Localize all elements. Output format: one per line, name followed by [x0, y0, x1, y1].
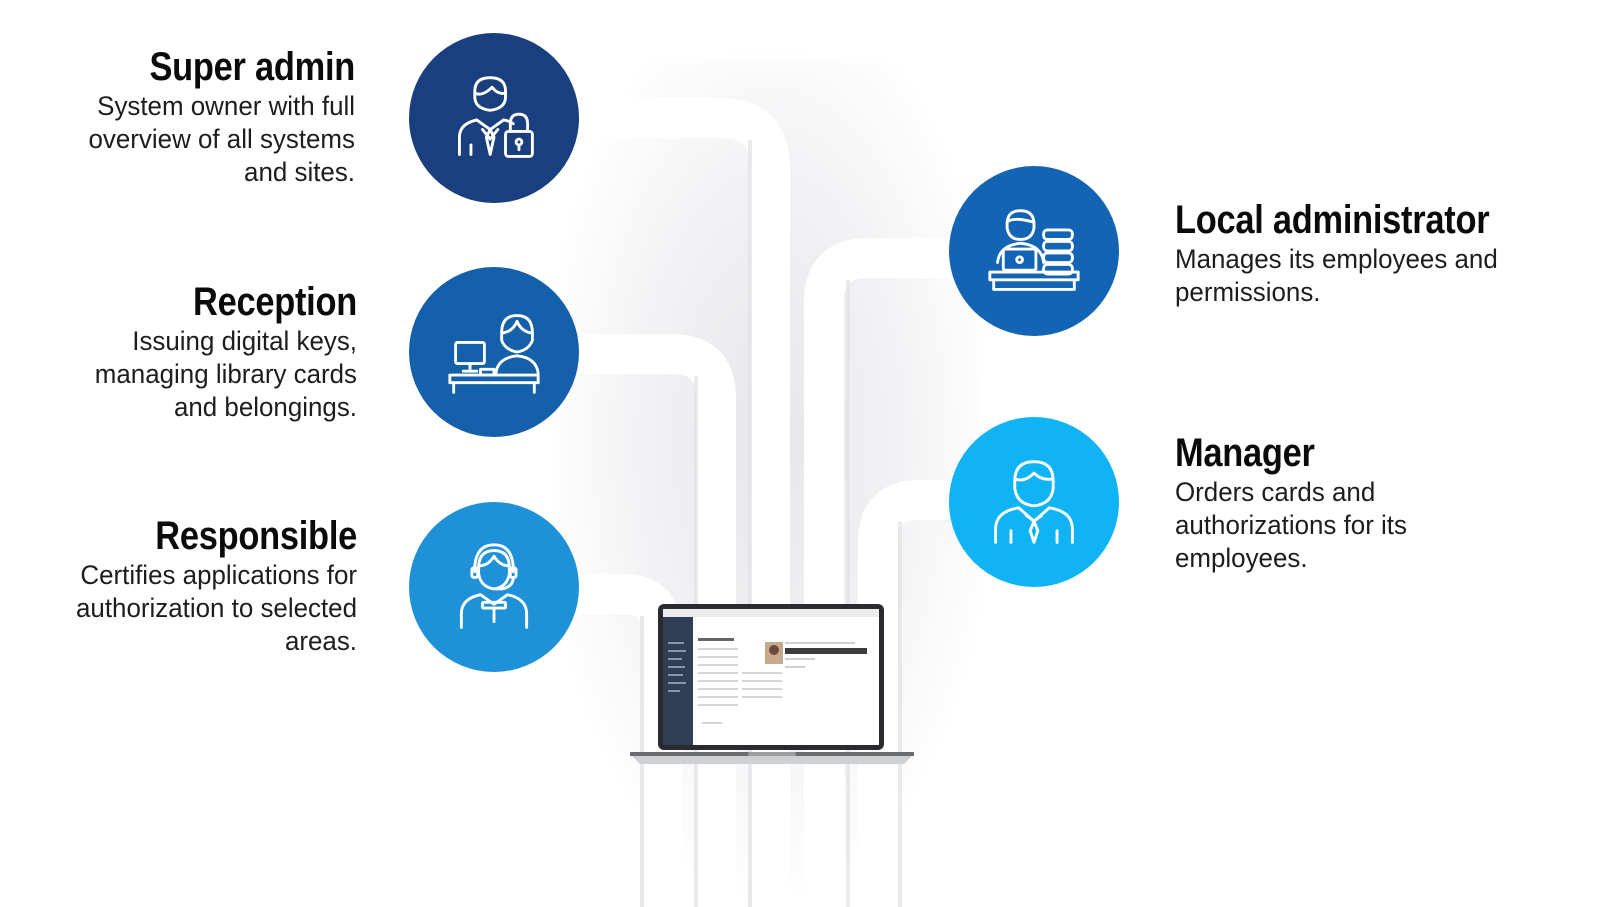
responsible-circle — [409, 502, 579, 672]
role-manager: Manager Orders cards and authorizations … — [1175, 430, 1595, 575]
role-description-line: overview of all systems — [88, 124, 355, 154]
role-description-line: employees. — [1175, 543, 1308, 573]
role-title: Local administrator — [1175, 198, 1490, 242]
role-description-line: Manages its employees and — [1175, 244, 1498, 274]
headset-operator-icon — [459, 543, 529, 629]
role-description-line: areas. — [284, 626, 357, 656]
role-local-administrator: Local administrator Manages its employee… — [1175, 197, 1595, 309]
role-description-line: authorizations for its — [1175, 510, 1407, 540]
role-title: Reception — [193, 280, 357, 324]
person-with-servers-icon — [988, 209, 1080, 291]
role-title: Responsible — [155, 514, 357, 558]
role-description-line: managing library cards — [94, 359, 358, 389]
role-description-line: permissions. — [1175, 277, 1321, 307]
role-description-line: authorization to selected — [76, 593, 357, 623]
reception-circle — [409, 267, 579, 437]
role-description-line: and belongings. — [173, 392, 357, 422]
businessman-icon — [994, 460, 1074, 544]
admin-with-lock-icon — [458, 76, 534, 158]
manager-circle — [949, 417, 1119, 587]
role-responsible: Responsible Certifies applications for a… — [0, 513, 357, 658]
access-management-web-app-icon — [663, 609, 879, 745]
role-title: Super admin — [149, 45, 355, 89]
role-super-admin: Super admin System owner with full overv… — [0, 44, 356, 189]
role-title: Manager — [1175, 431, 1315, 475]
role-reception: Reception Issuing digital keys, managing… — [0, 279, 357, 424]
role-description-line: and sites. — [244, 157, 355, 187]
role-description-line: Orders cards and — [1175, 477, 1376, 507]
receptionist-at-desk-icon — [448, 314, 540, 394]
role-description-line: Certifies applications for — [80, 560, 357, 590]
super-admin-circle — [409, 33, 579, 203]
local-administrator-circle — [949, 166, 1119, 336]
role-description-line: System owner with full — [97, 91, 355, 121]
laptop-icon — [630, 604, 914, 764]
role-description-line: Issuing digital keys, — [132, 326, 357, 356]
